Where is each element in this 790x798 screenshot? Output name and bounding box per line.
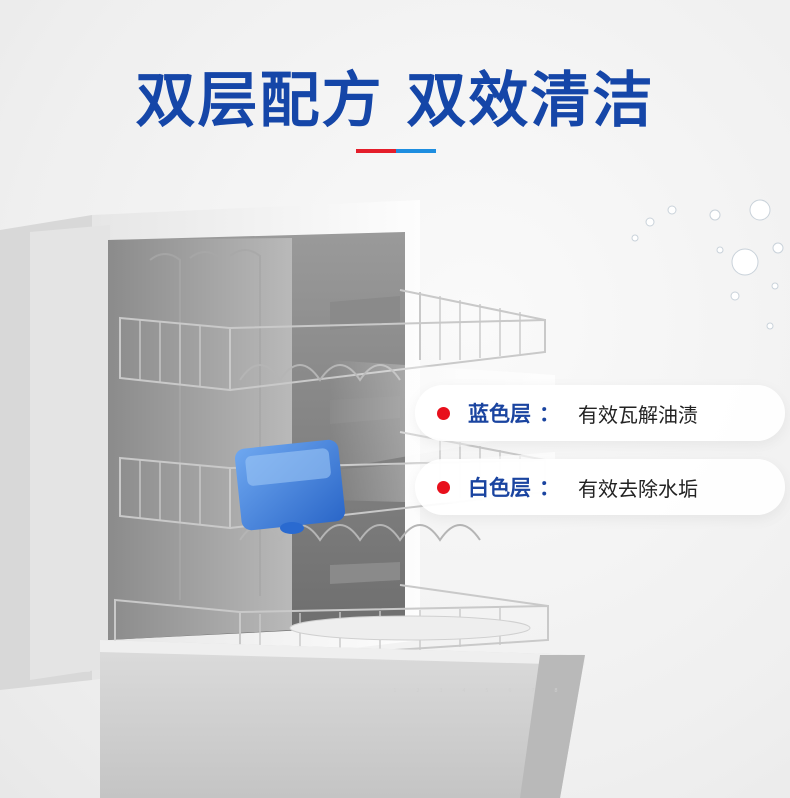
callout-label: 蓝色层 — [468, 402, 531, 426]
callout-desc: 有效瓦解油渍 — [578, 402, 698, 427]
control-button[interactable]: 2 — [416, 688, 420, 694]
callout-colon: ： — [539, 476, 560, 500]
red-dot-icon — [437, 480, 450, 494]
detergent-tablet — [234, 439, 346, 534]
control-button[interactable]: 7 — [531, 688, 535, 694]
red-dot-icon — [437, 406, 450, 420]
callout-colon: ： — [539, 402, 560, 426]
callout-label: 白色层 — [468, 476, 531, 500]
water-droplets — [631, 199, 784, 330]
control-button[interactable]: 3 — [439, 688, 443, 694]
headline: 双层配方 双效清洁 — [135, 66, 655, 136]
control-button[interactable]: 8 — [554, 688, 558, 694]
control-button[interactable]: 4 — [462, 688, 466, 694]
control-button[interactable]: 1 — [393, 688, 397, 694]
control-button[interactable]: 6 — [508, 688, 512, 694]
underline-red — [356, 149, 396, 153]
upper-basket — [119, 289, 546, 392]
callout-blue-layer: 蓝色层 ： 有效瓦解油渍 — [415, 385, 785, 441]
headline-underline — [356, 149, 436, 153]
callout-white-layer: 白色层 ： 有效去除水垢 — [415, 459, 785, 515]
control-button[interactable]: 5 — [485, 688, 489, 694]
callout-desc: 有效去除水垢 — [578, 476, 698, 501]
control-panel: 1 2 3 4 5 6 7 8 — [388, 688, 563, 694]
underline-blue — [396, 149, 436, 153]
